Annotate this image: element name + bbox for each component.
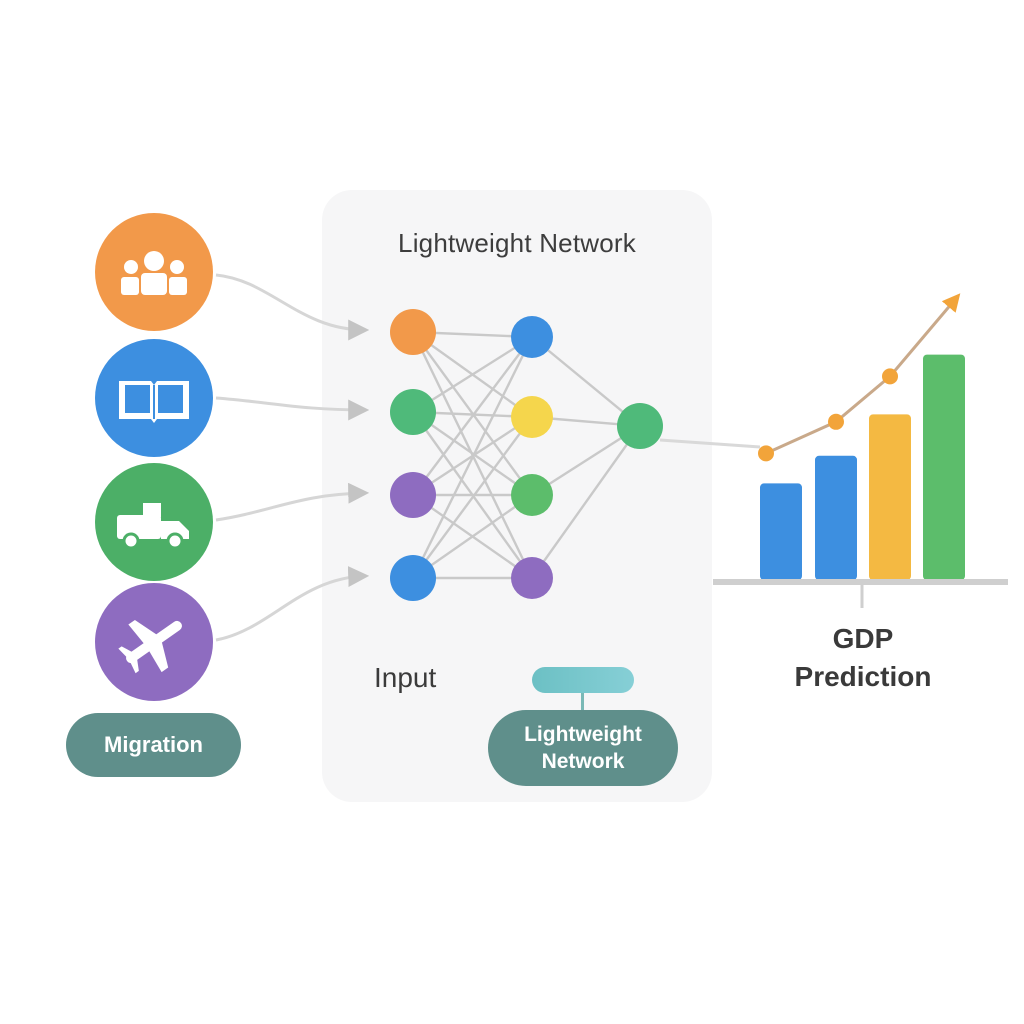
truck-icon — [117, 503, 189, 550]
input-arrow-4 — [215, 566, 370, 642]
book-icon — [119, 381, 189, 423]
input-node — [390, 555, 436, 601]
trend-point-3 — [882, 368, 898, 385]
hidden-node — [511, 396, 553, 438]
input-node — [390, 472, 436, 518]
network-edge — [411, 336, 534, 579]
migration-pill: Migration — [66, 713, 241, 777]
hidden-node — [511, 316, 553, 358]
network-edge — [412, 416, 533, 579]
input-arrow-3 — [215, 482, 370, 522]
input-circle-truck — [95, 463, 213, 581]
input-node — [390, 309, 436, 355]
input-circle-airplane — [95, 583, 213, 701]
lightweight-network-pill: Lightweight Network — [488, 710, 678, 786]
gdp-bar-4 — [923, 354, 965, 580]
input-label: Input — [374, 662, 437, 693]
gdp-bar-3 — [869, 414, 911, 580]
connector-bar — [532, 667, 634, 693]
hidden-node — [511, 474, 553, 516]
input-circle-people — [95, 213, 213, 331]
gdp-chart — [713, 293, 1008, 608]
input-circle-book — [95, 339, 213, 457]
network-edge — [531, 425, 641, 579]
input-arrow-2 — [215, 396, 370, 421]
network-edge — [412, 494, 533, 579]
network-edge — [531, 336, 641, 427]
network-edge — [412, 335, 533, 414]
airplane-icon — [118, 619, 182, 674]
hidden-node — [511, 557, 553, 599]
trend-point-1 — [758, 445, 774, 462]
output-node — [617, 403, 663, 449]
network-nodes — [390, 309, 663, 601]
people-icon — [121, 251, 187, 295]
input-arrow-1 — [215, 273, 370, 341]
panel-title: Lightweight Network — [398, 228, 636, 258]
trend-point-2 — [828, 413, 844, 430]
output-link — [659, 438, 761, 449]
network-edge — [412, 336, 533, 496]
input-arrows — [215, 273, 370, 642]
gdp-bar-1 — [760, 483, 802, 580]
gdp-prediction-label: GDP Prediction — [794, 623, 932, 692]
gdp-bar-2 — [815, 455, 857, 580]
network-edge — [412, 411, 533, 496]
connector-stem — [581, 693, 584, 711]
network-edges — [411, 330, 641, 580]
input-node — [390, 389, 436, 435]
